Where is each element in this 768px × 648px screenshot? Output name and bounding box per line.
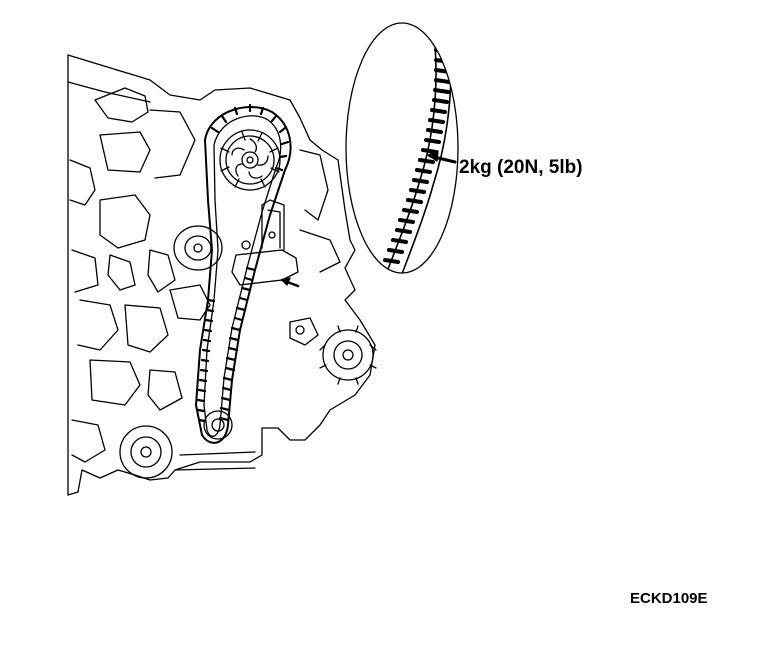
pointer-arrow-icon	[280, 277, 300, 288]
belt-detail-teeth	[379, 23, 452, 273]
belt-detail-inset	[345, 22, 459, 274]
crankshaft-pulley	[119, 425, 173, 479]
idler-pulley	[173, 225, 223, 271]
tensioner-bracket	[231, 199, 299, 286]
timing-belt	[195, 103, 292, 444]
water-pump-pulley	[289, 317, 377, 385]
engine-block	[67, 54, 376, 496]
camshaft-sprocket	[219, 129, 281, 191]
tension-value-label: 2kg (20N, 5lb)	[459, 157, 583, 178]
figure-code-label: ECKD109E	[630, 590, 708, 607]
force-arrow-icon	[427, 150, 457, 164]
crankshaft-sprocket	[203, 410, 233, 440]
